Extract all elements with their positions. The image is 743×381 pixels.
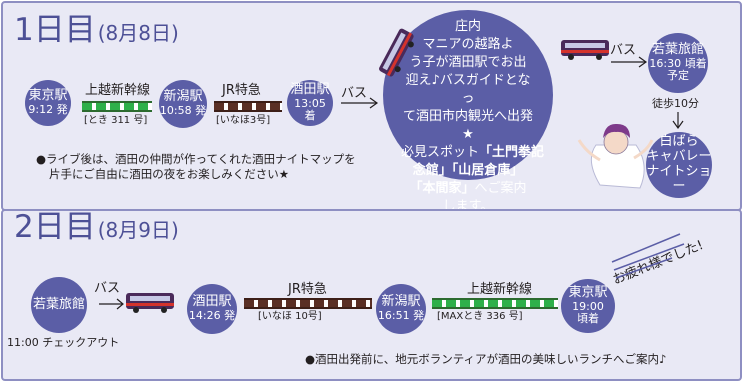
tour-line: 必見スポット「土門拳記 (401, 145, 545, 160)
tour-line: て酒田市内観光へ出発★ (402, 109, 533, 142)
day2-train1-name: JR特急 (288, 282, 327, 297)
day2-date: (8月9日) (97, 218, 179, 242)
station-name: 東京駅 (28, 88, 68, 104)
station-niigata-day1: 新潟駅 10:58 発 (159, 80, 207, 128)
spot-sankyo: 念館」「山居倉庫」 (412, 163, 524, 178)
tour-line: 迎え♪バスガイドとなっ (405, 73, 531, 106)
shinkansen-rail-day2 (432, 298, 558, 309)
ryokan-name: 若葉旅館 (32, 296, 85, 312)
day2-note: ●酒田出発前に、地元ボランティアが酒田の美味しいランチへご案内♪ (305, 352, 667, 366)
station-name: 酒田駅 (290, 81, 330, 97)
ryokan-day1: 若葉旅館 16:30 頃着 予定 (648, 33, 708, 93)
station-time: 10:58 発 (159, 104, 207, 118)
station-time: 19:00 (572, 299, 604, 313)
arrow-icon (611, 56, 648, 68)
bus-label-day2: バス (94, 281, 121, 296)
train2-detail: [いなほ3号] (216, 115, 271, 126)
ryokan-time: 16:30 頃着 (649, 56, 707, 70)
spot-domon: 「土門拳記 (479, 145, 545, 160)
arrow-icon (99, 298, 124, 310)
ryokan-note: 予定 (667, 69, 689, 83)
tour-line: 「本間家」へご案内 (409, 181, 527, 196)
checkout-label: 11:00 チェックアウト (7, 336, 120, 349)
tour-line: 念館」「山居倉庫」 (401, 162, 535, 180)
station-name: 新潟駅 (163, 89, 203, 105)
day1-date: (8月8日) (97, 21, 179, 45)
performer-illustration (577, 123, 654, 189)
tour-line: う子が酒田駅でお出 (409, 55, 527, 70)
day1-title-text: 1日目 (14, 12, 96, 48)
day1-title: 1日目(8月8日) (14, 15, 179, 46)
tour-line: マニアの越路よ (422, 37, 514, 52)
day2-train2-name: 上越新幹線 (467, 282, 533, 297)
station-sakata-day2: 酒田駅 14:26 発 (187, 284, 237, 334)
speed-lines (611, 233, 685, 279)
bus-icon (378, 27, 419, 80)
bus-label-1: バス (341, 86, 368, 101)
day2-title-text: 2日目 (14, 209, 96, 245)
sightseeing-circle: 庄内 マニアの越路よ う子が酒田駅でお出 迎え♪バスガイドとなっ て酒田市内観光… (383, 10, 553, 214)
train1-name: 上越新幹線 (85, 83, 151, 98)
station-time: 16:51 発 (377, 309, 425, 323)
day2-train2-detail: [MAXとき 336 号] (437, 311, 523, 322)
walk-label: 徒歩10分 (652, 97, 699, 110)
tour-line: 庄内 (454, 19, 481, 34)
station-time: 14:26 発 (188, 309, 236, 323)
station-time: 9:12 発 (28, 103, 68, 117)
show-circle: 白ばら キャバレー ナイトショー (646, 132, 712, 198)
station-time-suffix: 頃着 (577, 312, 599, 326)
station-tokyo-day2: 東京駅 19:00 頃着 (561, 279, 615, 333)
arrow-icon (341, 97, 379, 109)
day2-train1-detail: [いなほ 10号] (258, 311, 322, 322)
day1-note: ●ライブ後は、酒田の仲間が作ってくれた酒田ナイトマップを 片手にご自由に酒田の夜… (36, 152, 356, 181)
bus-icon (126, 293, 174, 313)
day2-title: 2日目(8月9日) (14, 212, 179, 243)
station-name: 酒田駅 (192, 294, 232, 310)
station-time: 13:05 着 (294, 96, 326, 123)
spot-honma: 「本間家」 (409, 181, 475, 196)
ryokan-day2: 若葉旅館 (31, 277, 87, 333)
day2-panel (1, 209, 742, 381)
sightseeing-description: 庄内 マニアの越路よ う子が酒田駅でお出 迎え♪バスガイドとなっ て酒田市内観光… (401, 18, 545, 216)
station-tokyo-day1: 東京駅 9:12 発 (25, 80, 71, 126)
train1-detail: [とき 311 号] (84, 115, 148, 126)
bus-label-2: バス (610, 43, 637, 58)
bus-icon (561, 40, 609, 60)
limited-express-rail-day2 (244, 298, 372, 309)
train2-name: JR特急 (222, 83, 261, 98)
shinkansen-rail (82, 101, 152, 112)
station-name: 新潟駅 (381, 294, 421, 310)
station-name: 東京駅 (568, 284, 608, 300)
limited-express-rail (214, 101, 282, 112)
arrow-icon (672, 112, 684, 130)
station-sakata-day1: 酒田駅 13:05 着 (287, 80, 333, 126)
ryokan-name: 若葉旅館 (651, 41, 704, 57)
station-niigata-day2: 新潟駅 16:51 発 (376, 284, 426, 334)
